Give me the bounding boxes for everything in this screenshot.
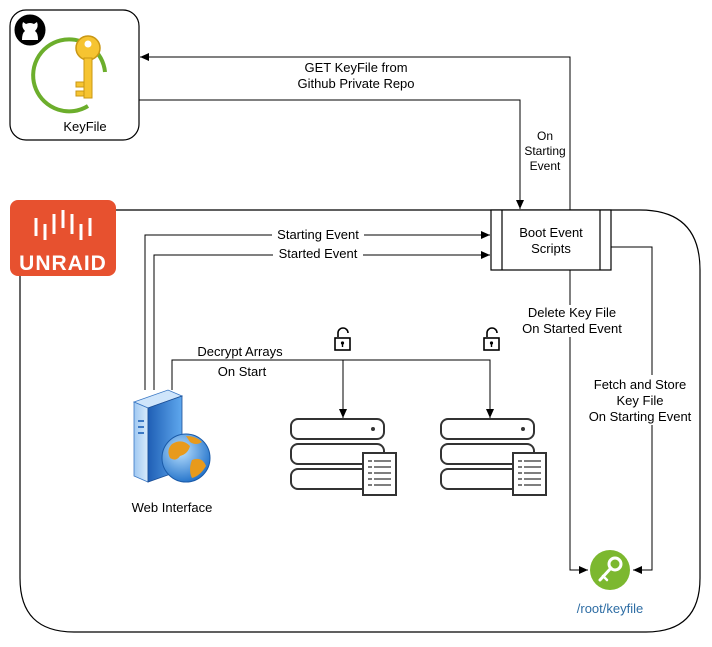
delete-key-connector bbox=[569, 270, 588, 574]
keyfile-box: KeyFile bbox=[9, 9, 140, 141]
boot-scripts-label-line1: Boot Event bbox=[519, 225, 583, 240]
github-icon bbox=[14, 14, 46, 46]
unraid-logo: UNRAID bbox=[10, 200, 116, 276]
web-interface-label: Web Interface bbox=[132, 500, 213, 515]
boot-scripts-label-line2: Scripts bbox=[531, 241, 571, 256]
starting-event-label: Starting Event bbox=[277, 227, 359, 242]
decrypt-arrays-connector bbox=[171, 359, 494, 418]
boot-event-scripts-box: Boot Event Scripts bbox=[490, 209, 612, 271]
fetch-store-label-line2: Key File bbox=[617, 393, 664, 408]
unraid-logo-text: UNRAID bbox=[19, 252, 107, 275]
unraid-logo-bars-icon bbox=[34, 210, 92, 240]
on-starting-label-line1: On bbox=[537, 129, 553, 143]
delete-key-label-line2: On Started Event bbox=[522, 321, 622, 336]
keyfile-label: KeyFile bbox=[63, 119, 106, 134]
unraid-server-boundary bbox=[19, 209, 701, 633]
get-keyfile-label-line1: GET KeyFile from bbox=[304, 60, 407, 75]
decrypt-label-line2: On Start bbox=[218, 364, 267, 379]
started-event-connector bbox=[153, 251, 490, 390]
starting-event-connector bbox=[144, 231, 490, 390]
unlocked-padlock-icon bbox=[334, 327, 351, 351]
key-icon bbox=[31, 35, 107, 114]
fetch-store-label-line1: Fetch and Store bbox=[594, 377, 687, 392]
started-event-label: Started Event bbox=[279, 246, 358, 261]
disk-array-icon bbox=[290, 418, 397, 496]
delete-key-label-line1: Delete Key File bbox=[528, 305, 616, 320]
on-starting-event-connector bbox=[139, 99, 524, 209]
disk-array-icon bbox=[440, 418, 547, 496]
root-keyfile-icon bbox=[590, 550, 630, 590]
fetch-store-label-line3: On Starting Event bbox=[589, 409, 692, 424]
on-starting-label-line3: Event bbox=[530, 159, 561, 173]
root-keyfile-label: /root/keyfile bbox=[577, 601, 643, 616]
get-keyfile-label-line2: Github Private Repo bbox=[297, 76, 414, 91]
web-server-icon bbox=[132, 389, 211, 483]
get-keyfile-connector bbox=[140, 53, 571, 210]
on-starting-label-line2: Starting bbox=[524, 144, 565, 158]
unlocked-padlock-icon bbox=[483, 327, 500, 351]
decrypt-label-line1: Decrypt Arrays bbox=[197, 344, 283, 359]
